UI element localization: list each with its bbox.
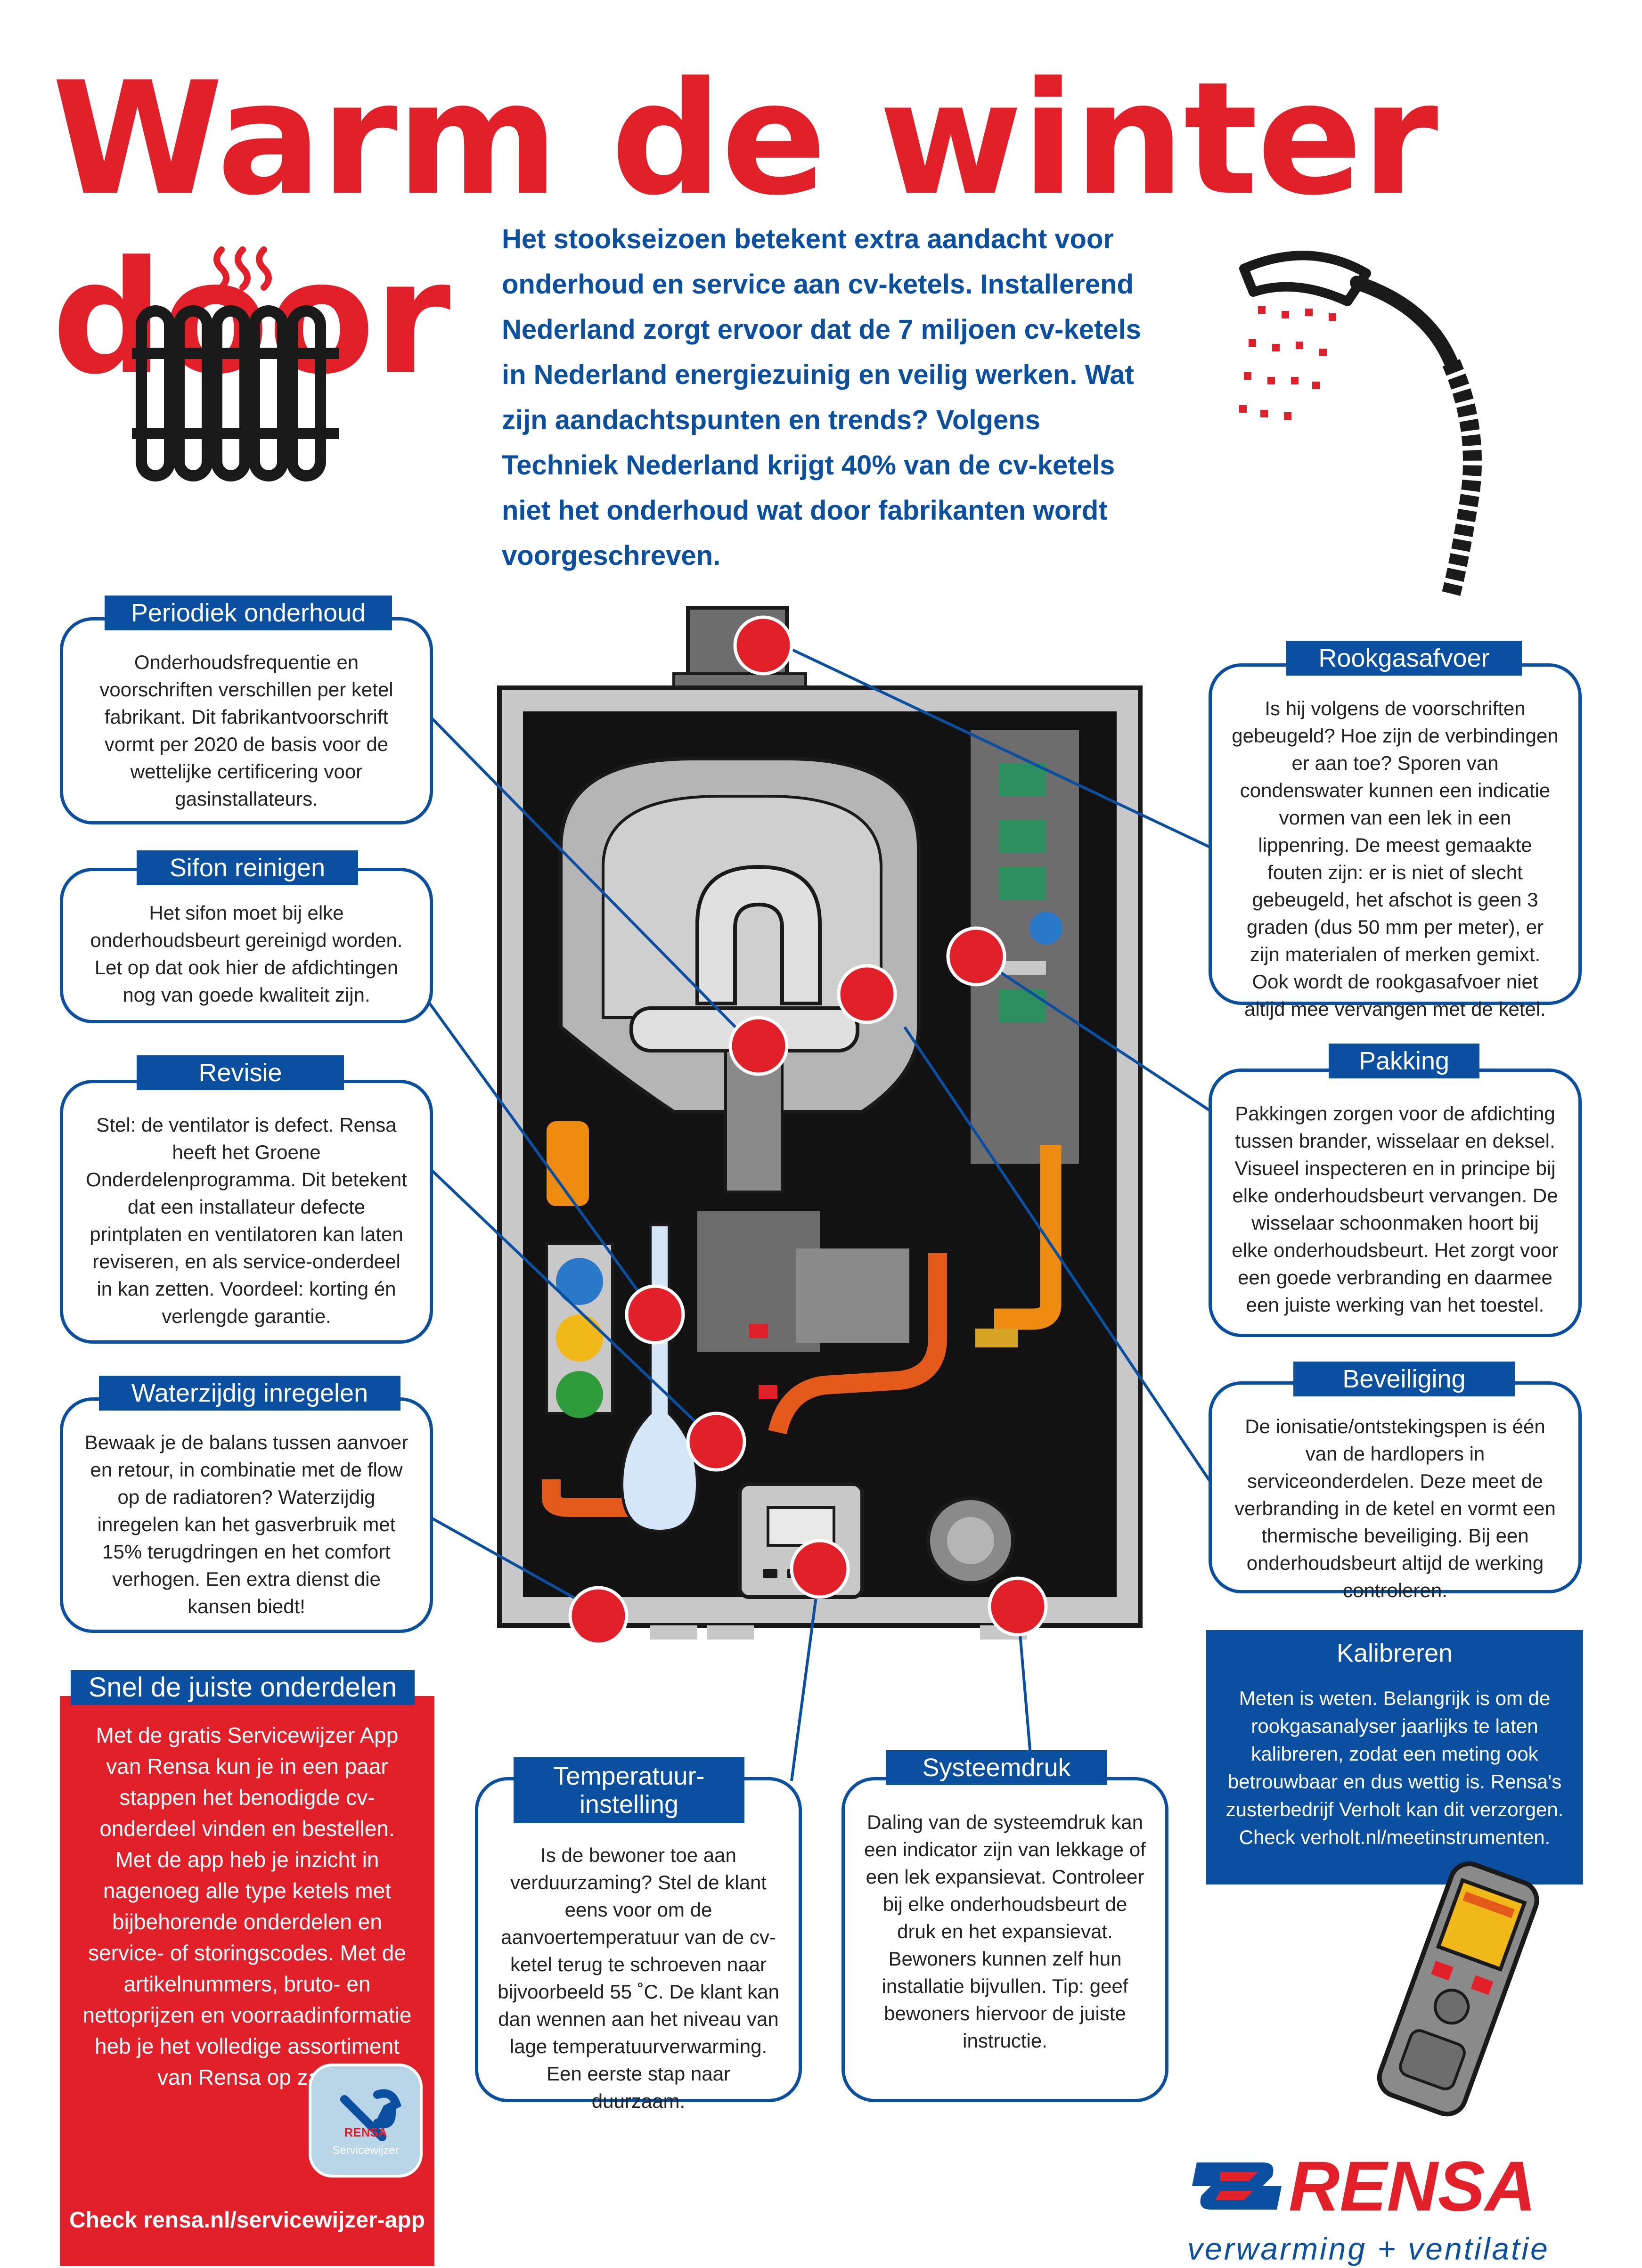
temperatuur-text: Is de bewoner toe aan verduurzaming? Ste…: [498, 1844, 779, 2112]
marker-pakking: [946, 926, 1006, 987]
shower-icon: [1239, 251, 1482, 596]
box-revisie: Stel: de ventilator is defect. Rensa hee…: [60, 1080, 433, 1344]
marker-brander: [837, 964, 897, 1024]
intro-text: Het stookseizoen betekent extra aandacht…: [502, 224, 1141, 571]
snel-label: Snel de juiste onderdelen: [71, 1670, 415, 1705]
pakking-label: Pakking: [1329, 1044, 1479, 1078]
sifon-label: Sifon reinigen: [137, 850, 358, 885]
logo-tagline: verwarming + ventilatie: [1187, 2231, 1550, 2266]
beveiliging-text: De ionisatie/ontstekingspen is één van d…: [1234, 1415, 1556, 1601]
temperatuur-label-line2: instelling: [579, 1790, 679, 1819]
box-pakking: Pakkingen zorgen voor de afdichting tuss…: [1209, 1069, 1582, 1337]
periodiek-label: Periodiek onderhoud: [105, 596, 392, 630]
marker-rookgas: [733, 615, 793, 676]
box-snel: Met de gratis Servicewijzer App van Rens…: [60, 1696, 434, 2266]
beveiliging-label: Beveiliging: [1293, 1362, 1515, 1396]
kalibreren-text: Meten is weten. Belangrijk is om de rook…: [1225, 1687, 1564, 1848]
snel-text: Met de gratis Servicewijzer App van Rens…: [82, 1723, 412, 2089]
box-waterzijdig: Bewaak je de balans tussen aanvoer en re…: [60, 1397, 433, 1633]
waterzijdig-label: Waterzijdig inregelen: [99, 1376, 400, 1411]
servicewijzer-app-icon[interactable]: RENSA Servicewijzer: [309, 2064, 423, 2178]
marker-periodiek: [728, 1016, 789, 1076]
box-sifon: Het sifon moet bij elke onderhoudsbeurt …: [60, 868, 433, 1023]
boiler-diagram: [497, 606, 1143, 1640]
box-periodiek: Onderhoudsfrequentie en voorschriften ve…: [60, 617, 433, 824]
waterzijdig-text: Bewaak je de balans tussen aanvoer en re…: [84, 1431, 408, 1617]
sifon-text: Het sifon moet bij elke onderhoudsbeurt …: [90, 902, 403, 1006]
kalibreren-label: Kalibreren: [1336, 1639, 1453, 1667]
box-rookgas: Is hij volgens de voorschriften gebeugel…: [1209, 663, 1582, 1020]
box-kalibreren: Kalibreren Meten is weten. Belangrijk is…: [1206, 1630, 1583, 1885]
rookgas-label: Rookgasafvoer: [1286, 641, 1522, 676]
marker-waterzijdig: [568, 1586, 629, 1646]
box-beveiliging: De ionisatie/ontstekingspen is één van d…: [1209, 1381, 1582, 1601]
systeemdruk-text: Daling van de systeemdruk kan een indica…: [864, 1811, 1146, 2052]
temperatuur-label: Temperatuur- instelling: [514, 1757, 744, 1823]
wrench-icon: [340, 2089, 402, 2141]
app-icon-caption: Servicewijzer: [332, 2144, 399, 2157]
revisie-label: Revisie: [137, 1055, 344, 1090]
radiator-icon: [132, 246, 339, 481]
pakking-text: Pakkingen zorgen voor de afdichting tuss…: [1232, 1102, 1559, 1316]
marker-revisie: [686, 1411, 746, 1472]
box-temperatuur: Is de bewoner toe aan verduurzaming? Ste…: [475, 1777, 802, 2112]
logo-name: RENSA: [1289, 2146, 1536, 2226]
marker-systeemdruk: [988, 1576, 1048, 1637]
revisie-text: Stel: de ventilator is defect. Rensa hee…: [86, 1114, 407, 1327]
marker-temperatuur: [790, 1539, 850, 1599]
app-icon-brand: RENSA: [344, 2125, 387, 2139]
rookgas-text: Is hij volgens de voorschriften gebeugel…: [1232, 697, 1559, 1020]
box-systeemdruk: Daling van de systeemdruk kan een indica…: [841, 1777, 1168, 2102]
periodiek-text: Onderhoudsfrequentie en voorschriften ve…: [99, 651, 393, 810]
snel-cta-link[interactable]: Check rensa.nl/servicewijzer-app: [69, 2208, 425, 2233]
temperatuur-label-line1: Temperatuur-: [553, 1762, 705, 1790]
marker-sifon: [625, 1284, 685, 1345]
systeemdruk-label: Systeemdruk: [886, 1750, 1107, 1785]
gas-analyser-icon: [1377, 1861, 1539, 2117]
rensa-logo-icon: [1192, 2162, 1282, 2210]
